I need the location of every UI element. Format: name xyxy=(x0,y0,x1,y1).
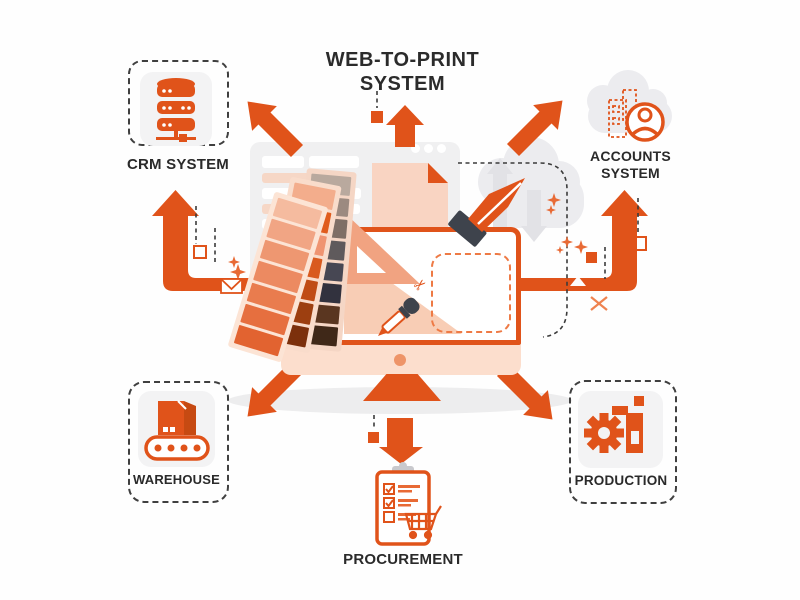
accounts-label-line2: SYSTEM xyxy=(601,165,660,181)
dashed-building-icon xyxy=(608,89,637,138)
shopping-cart-icon xyxy=(404,505,442,540)
marker-square xyxy=(368,432,379,443)
envelope-icon xyxy=(220,278,243,294)
accounts-label: ACCOUNTS SYSTEM xyxy=(583,148,678,182)
arrow-to-accounts xyxy=(500,88,575,163)
monitor-camera-dot xyxy=(394,354,406,366)
title-line-1: WEB-TO-PRINT xyxy=(325,49,480,71)
selection-dashed-rect xyxy=(431,253,511,333)
upload-arrow-icon xyxy=(487,158,513,230)
browser-dot xyxy=(437,144,446,153)
arrow-up-top xyxy=(386,105,424,147)
marker-square xyxy=(371,111,383,123)
crm-tile xyxy=(140,72,212,146)
page-title: WEB-TO-PRINT SYSTEM xyxy=(295,48,510,96)
arrow-down-bottom xyxy=(379,418,423,464)
production-tile xyxy=(578,391,663,468)
marker-square-outline xyxy=(193,245,207,259)
browser-dot xyxy=(424,144,433,153)
checklist-rows xyxy=(383,483,395,523)
crm-label: CRM SYSTEM xyxy=(126,156,229,173)
warehouse-label: WAREHOUSE xyxy=(132,472,221,487)
browser-dot xyxy=(411,144,420,153)
text-line xyxy=(309,156,359,168)
procurement-label: PROCUREMENT xyxy=(343,551,463,568)
accounts-label-line1: ACCOUNTS xyxy=(590,148,671,164)
warehouse-tile xyxy=(138,391,215,467)
download-arrow-icon xyxy=(521,190,547,242)
text-line xyxy=(262,173,310,183)
marker-square-outline xyxy=(632,236,647,251)
production-label: PRODUCTION xyxy=(574,473,668,488)
node-warehouse xyxy=(128,381,229,503)
title-line-2: SYSTEM xyxy=(359,73,446,95)
text-line xyxy=(262,156,304,168)
monitor-stand xyxy=(363,374,441,401)
accounts-cloud xyxy=(587,70,672,133)
x-mark-icon xyxy=(590,296,608,311)
white-triangle-mark xyxy=(570,276,586,286)
node-production xyxy=(569,380,677,504)
marker-square xyxy=(586,252,597,263)
user-circle-icon xyxy=(625,102,665,142)
